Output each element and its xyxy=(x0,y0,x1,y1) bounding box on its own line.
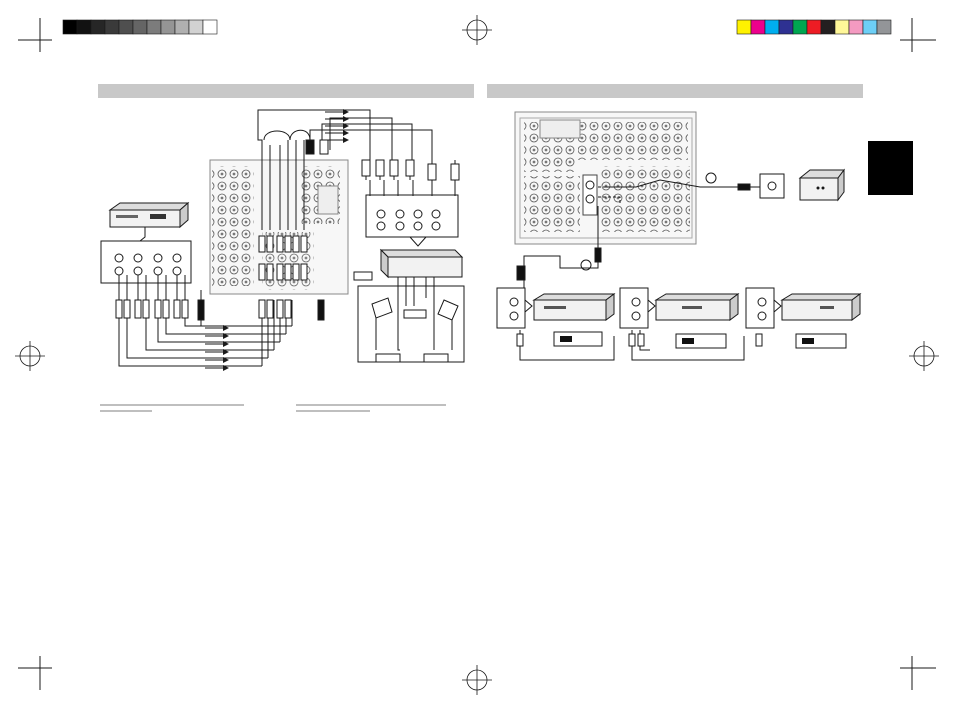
left-connection-diagram xyxy=(100,109,465,371)
signal-arrows-bottom xyxy=(205,325,229,371)
amplifier-inputs-callout xyxy=(361,159,460,247)
receiver-rear-panel-right xyxy=(514,111,697,245)
speaker-layout-box xyxy=(357,277,465,363)
receiver-cable-bundle xyxy=(257,109,433,366)
receiver-plugs xyxy=(258,235,325,321)
gray-swatch xyxy=(104,19,120,35)
player-cables xyxy=(115,275,292,367)
process-swatch xyxy=(764,19,780,35)
registration-mark-left xyxy=(15,341,45,371)
process-swatch xyxy=(778,19,794,35)
registration-mark-bottom xyxy=(462,665,492,695)
process-swatch xyxy=(750,19,766,35)
gray-swatch xyxy=(76,19,92,35)
gray-swatch xyxy=(118,19,134,35)
right-connection-diagram xyxy=(496,111,862,361)
process-color-bar xyxy=(736,19,892,35)
process-swatch xyxy=(806,19,822,35)
language-tab xyxy=(868,141,913,195)
process-swatch xyxy=(848,19,864,35)
crop-marks xyxy=(18,18,936,690)
process-swatch xyxy=(876,19,892,35)
recorder-feed xyxy=(516,206,602,288)
gray-swatch xyxy=(132,19,148,35)
registration-mark-top xyxy=(462,15,492,45)
process-swatch xyxy=(792,19,808,35)
registration-mark-right xyxy=(909,341,939,371)
right-section-header-bar xyxy=(487,84,863,98)
left-column-text-placeholders xyxy=(100,404,446,412)
gray-swatch xyxy=(62,19,78,35)
process-swatch xyxy=(736,19,752,35)
gray-swatch xyxy=(146,19,162,35)
process-swatch xyxy=(834,19,850,35)
process-swatch xyxy=(862,19,878,35)
gray-swatch xyxy=(174,19,190,35)
cd-recorder-3-icon xyxy=(745,287,862,349)
gray-swatch xyxy=(160,19,176,35)
gray-swatch xyxy=(90,19,106,35)
power-amplifier-icon xyxy=(353,248,464,281)
left-section-header-bar xyxy=(98,84,474,98)
cd-recorder-1-icon xyxy=(496,287,616,361)
antenna-connection xyxy=(604,168,845,202)
gray-swatch xyxy=(188,19,204,35)
gray-swatch xyxy=(202,19,218,35)
grayscale-color-bar xyxy=(62,19,218,35)
signal-arrows-top xyxy=(325,109,349,143)
cd-recorder-2-icon xyxy=(619,287,745,361)
dvd-player-icon xyxy=(108,201,190,229)
process-swatch xyxy=(820,19,836,35)
